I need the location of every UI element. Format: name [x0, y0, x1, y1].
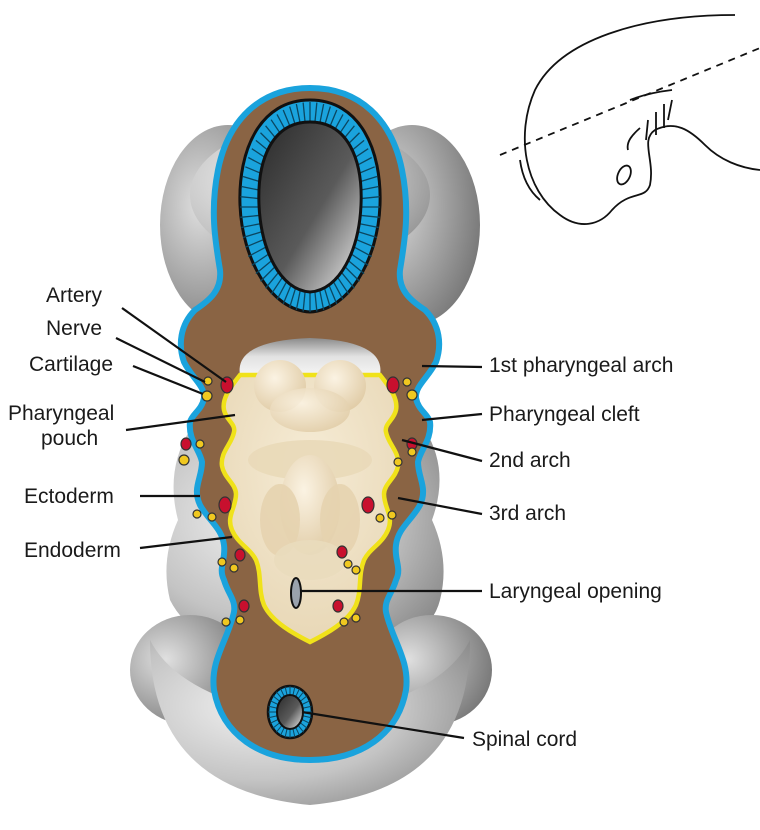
epithelium-rib [358, 222, 379, 229]
epithelium-rib [314, 102, 318, 123]
epithelium-rib [272, 695, 281, 702]
neural-tube [238, 98, 382, 314]
label-ectoderm: Ectoderm [24, 485, 114, 508]
epithelium-rib [247, 246, 267, 258]
label-first-pharyngeal-arch: 1st pharyngeal arch [489, 354, 673, 377]
labels: Artery Nerve Cartilage Pharyngeal pouch … [8, 284, 673, 751]
label-laryngeal-opening: Laryngeal opening [489, 580, 662, 603]
epithelium-rib [292, 728, 296, 738]
epithelium-rib [282, 285, 292, 305]
epithelium-rib [268, 715, 278, 719]
label-pharyngeal-pouch-line2: pouch [41, 427, 98, 450]
epithelium-rib [284, 686, 288, 696]
epithelium-rib [251, 253, 269, 266]
epithelium-rib [295, 103, 301, 124]
epithelium-rib [295, 688, 300, 697]
pharyngeal-cavity [219, 338, 401, 645]
epithelium-rib [344, 266, 360, 282]
label-artery: Artery [46, 284, 103, 307]
epithelium-rib [295, 727, 300, 736]
epithelium-rib [289, 288, 297, 308]
label-pharyngeal-cleft: Pharyngeal cleft [489, 403, 640, 426]
laryngeal-opening [290, 577, 302, 609]
spinal-cord [266, 684, 314, 740]
epithelium-rib [272, 722, 281, 729]
epithelium-rib [359, 214, 380, 218]
epithelium-rib [319, 290, 325, 311]
epithelium-rib [301, 700, 311, 706]
epithelium-rib [359, 196, 380, 200]
epithelium-rib [270, 277, 283, 295]
epithelium-rib [260, 266, 276, 282]
epithelium-rib [302, 291, 306, 312]
epithelium-rib [241, 222, 262, 229]
epithelium-rib [268, 705, 278, 709]
epithelium-rib [314, 291, 318, 312]
epithelium-rib [328, 285, 338, 305]
epithelium-rib [280, 688, 285, 697]
epithelium-rib [319, 103, 325, 124]
label-third-arch: 3rd arch [489, 502, 566, 525]
arch-contents [178, 376, 418, 627]
epithelium-rib [297, 691, 305, 700]
epithelium-rib [351, 253, 369, 266]
epithelium-rib [240, 214, 261, 218]
epithelium-rib [299, 722, 308, 729]
epithelium-rib [355, 238, 375, 248]
epithelium-rib [265, 272, 279, 289]
label-pharyngeal-pouch-line1: Pharyngeal [8, 402, 114, 425]
epithelium-rib [276, 281, 288, 300]
epithelium-rib [240, 196, 261, 200]
epithelium-rib [323, 106, 331, 126]
epithelium-rib [353, 246, 373, 258]
epithelium-rib [275, 724, 283, 733]
epithelium-rib [292, 686, 296, 696]
embryo-orientation-inset [499, 14, 760, 225]
epithelium-rib [341, 272, 355, 289]
epithelium-rib [289, 106, 297, 126]
epithelium-rib [284, 728, 288, 738]
epithelium-rib [302, 705, 312, 709]
epithelium-rib [255, 260, 272, 275]
epithelium-rib [323, 288, 331, 308]
epithelium-rib [242, 231, 263, 239]
epithelium-rib [348, 260, 365, 275]
label-spinal-cord: Spinal cord [472, 728, 577, 751]
leader-lines [115, 307, 483, 740]
epithelium-rib [275, 691, 283, 700]
label-nerve: Nerve [46, 317, 102, 340]
label-endoderm: Endoderm [24, 539, 121, 562]
epithelium-rib [299, 695, 308, 702]
label-cartilage: Cartilage [29, 353, 113, 376]
epithelium-rib [332, 281, 344, 300]
epithelium-rib [302, 102, 306, 123]
epithelium-rib [269, 718, 279, 724]
epithelium-rib [280, 727, 285, 736]
epithelium-rib [357, 231, 378, 239]
epithelium-rib [295, 290, 301, 311]
epithelium-rib [302, 715, 312, 719]
epithelium-rib [301, 718, 311, 724]
epithelium-rib [337, 277, 350, 295]
epithelium-rib [297, 724, 305, 733]
label-second-arch: 2nd arch [489, 449, 571, 472]
epithelium-rib [245, 238, 265, 248]
epithelium-rib [269, 700, 279, 706]
